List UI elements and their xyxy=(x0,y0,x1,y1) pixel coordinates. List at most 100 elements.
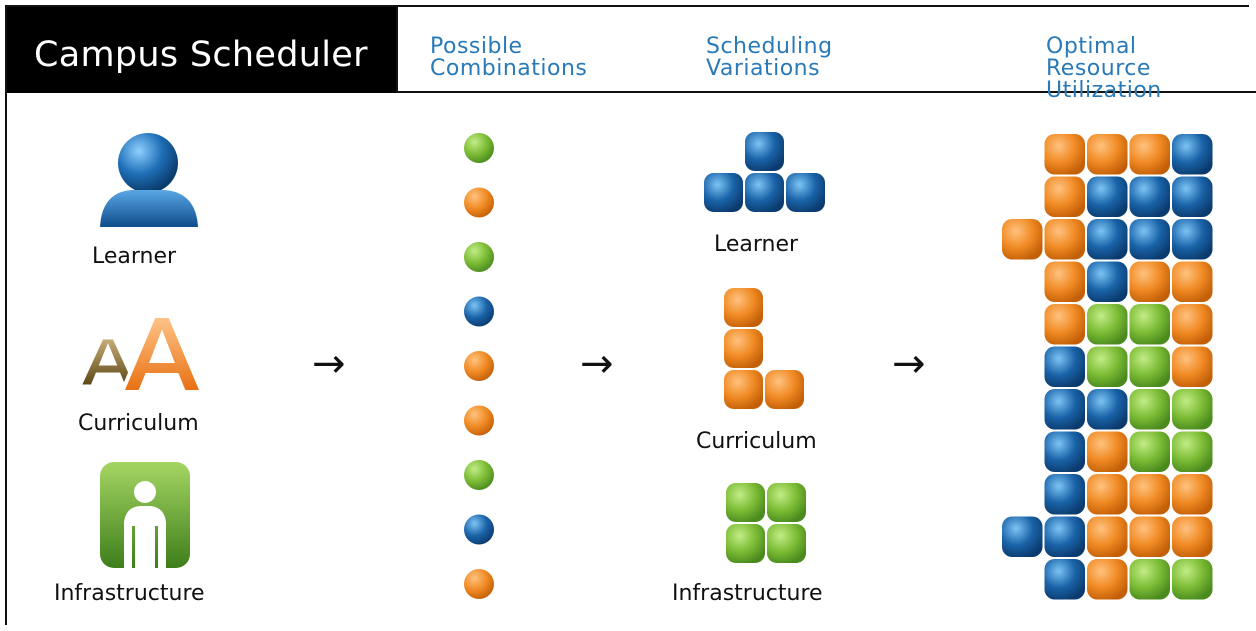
arrow-to-variations: → xyxy=(580,341,614,387)
variation-label-infrastructure: Infrastructure xyxy=(672,581,823,606)
curriculum-block-orange xyxy=(765,370,804,409)
utilization-cell-blue xyxy=(1087,176,1128,217)
heading-scheduling-variations: Scheduling Variations xyxy=(706,36,833,80)
utilization-cell-orange xyxy=(1044,261,1085,302)
header-rule xyxy=(396,91,1256,93)
title-banner: Campus Scheduler xyxy=(7,7,396,93)
utilization-cell-blue xyxy=(1087,219,1128,260)
utilization-cell-blue xyxy=(1172,219,1213,260)
utilization-cell-orange xyxy=(1002,219,1043,260)
combination-dot-orange xyxy=(464,351,494,381)
heading-line: Scheduling xyxy=(706,34,833,59)
learner-block-blue xyxy=(786,173,825,212)
learner-person-icon xyxy=(100,133,198,227)
utilization-cell-blue xyxy=(1087,261,1128,302)
heading-line: Resource xyxy=(1046,56,1151,81)
utilization-cell-orange xyxy=(1172,346,1213,387)
frame-border xyxy=(5,5,1249,625)
utilization-cell-orange xyxy=(1129,474,1170,515)
utilization-cell-orange xyxy=(1044,219,1085,260)
combination-dot-orange xyxy=(464,405,494,436)
utilization-cell-orange xyxy=(1044,304,1085,345)
utilization-cell-blue xyxy=(1129,176,1170,217)
utilization-cell-blue xyxy=(1002,516,1043,557)
input-label-curriculum: Curriculum xyxy=(78,411,199,436)
utilization-cell-blue xyxy=(1129,219,1170,260)
utilization-cell-green xyxy=(1129,559,1170,600)
utilization-cell-blue xyxy=(1044,431,1085,472)
combination-dot-blue xyxy=(464,514,494,545)
utilization-cell-green xyxy=(1172,559,1213,600)
utilization-cell-orange xyxy=(1172,474,1213,515)
variation-label-learner: Learner xyxy=(714,232,799,257)
curriculum-variation-blocks xyxy=(724,288,804,409)
utilization-cell-blue xyxy=(1172,134,1213,175)
utilization-cell-orange xyxy=(1129,134,1170,175)
infrastructure-block-green xyxy=(767,483,806,522)
utilization-cell-blue xyxy=(1044,474,1085,515)
utilization-cell-blue xyxy=(1044,389,1085,430)
utilization-cell-green xyxy=(1172,389,1213,430)
utilization-grid xyxy=(1002,134,1213,600)
infrastructure-block-green xyxy=(726,483,765,522)
combination-dot-blue xyxy=(464,296,494,327)
infrastructure-variation-blocks xyxy=(726,483,806,563)
variation-label-curriculum: Curriculum xyxy=(696,429,817,454)
utilization-cell-orange xyxy=(1087,431,1128,472)
heading-line: Utilization xyxy=(1046,78,1162,103)
combination-dot-orange xyxy=(464,569,494,599)
combination-dot-green xyxy=(464,133,494,163)
combination-dot-orange xyxy=(464,187,494,218)
utilization-cell-orange xyxy=(1129,516,1170,557)
arrow-to-utilization: → xyxy=(892,341,926,387)
utilization-cell-orange xyxy=(1087,516,1128,557)
utilization-cell-orange xyxy=(1087,134,1128,175)
utilization-cell-orange xyxy=(1044,134,1085,175)
heading-line: Combinations xyxy=(430,56,588,81)
heading-line: Possible xyxy=(430,34,523,59)
infrastructure-block-green xyxy=(726,524,765,563)
heading-possible-combinations: Possible Combinations xyxy=(430,36,587,80)
infrastructure-block-green xyxy=(767,524,806,563)
learner-block-blue xyxy=(745,173,784,212)
heading-line: Optimal xyxy=(1046,34,1137,59)
utilization-cell-orange xyxy=(1129,261,1170,302)
combination-dot-green xyxy=(464,460,494,490)
learner-block-blue xyxy=(745,132,784,171)
utilization-cell-green xyxy=(1087,304,1128,345)
utilization-cell-green xyxy=(1129,389,1170,430)
utilization-cell-orange xyxy=(1172,516,1213,557)
arrow-to-combinations: → xyxy=(312,341,346,387)
page-title: Campus Scheduler xyxy=(34,35,368,75)
curriculum-block-orange xyxy=(724,288,763,327)
curriculum-block-orange xyxy=(724,329,763,368)
input-label-learner: Learner xyxy=(92,244,177,269)
combinations-column xyxy=(464,133,494,599)
heading-line: Variations xyxy=(706,56,821,81)
utilization-cell-green xyxy=(1129,304,1170,345)
utilization-cell-orange xyxy=(1172,304,1213,345)
utilization-cell-orange xyxy=(1172,261,1213,302)
utilization-cell-green xyxy=(1129,431,1170,472)
utilization-cell-blue xyxy=(1172,176,1213,217)
utilization-cell-orange xyxy=(1087,559,1128,600)
utilization-cell-blue xyxy=(1044,516,1085,557)
title-divider xyxy=(396,7,398,93)
utilization-cell-green xyxy=(1129,346,1170,387)
utilization-cell-green xyxy=(1087,346,1128,387)
utilization-cell-blue xyxy=(1087,389,1128,430)
infrastructure-person-icon xyxy=(100,462,190,568)
learner-block-blue xyxy=(704,173,743,212)
curriculum-letters-icon xyxy=(77,314,206,394)
curriculum-block-orange xyxy=(724,370,763,409)
utilization-cell-orange xyxy=(1044,176,1085,217)
utilization-cell-blue xyxy=(1044,346,1085,387)
utilization-cell-orange xyxy=(1087,474,1128,515)
input-label-infrastructure: Infrastructure xyxy=(54,581,205,606)
utilization-cell-green xyxy=(1172,431,1213,472)
learner-variation-blocks xyxy=(704,132,825,212)
utilization-cell-blue xyxy=(1044,559,1085,600)
heading-optimal-resource-utilization: Optimal Resource Utilization xyxy=(1046,36,1162,102)
combination-dot-green xyxy=(464,242,494,272)
